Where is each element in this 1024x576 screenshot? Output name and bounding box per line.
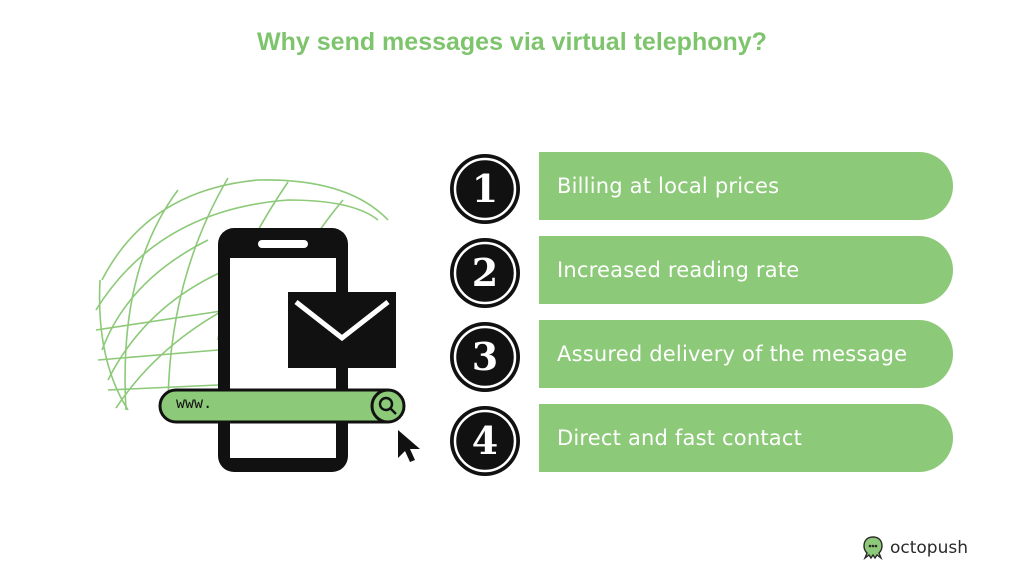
step-pill: Direct and fast contact [539,404,953,472]
number-badge: 1 [450,154,520,224]
logo-text: octopush [889,538,968,558]
search-bar [158,388,406,424]
globe-icon [95,177,389,411]
step-label: Increased reading rate [557,258,800,282]
step-3: 3 Assured delivery of the message [448,320,958,392]
svg-text:2: 2 [472,250,498,295]
step-pill: Increased reading rate [539,236,953,304]
illustration [95,177,420,472]
number-badge: 4 [450,406,520,476]
step-pill: Billing at local prices [539,152,953,220]
step-2: 2 Increased reading rate [448,236,958,308]
step-pill: Assured delivery of the message [539,320,953,388]
step-label: Billing at local prices [557,174,780,198]
octopus-logo-icon [863,536,883,560]
search-input-text: www. [176,394,213,412]
search-icon [378,396,397,415]
step-label: Direct and fast contact [557,426,803,450]
number-badge: 2 [450,238,520,308]
svg-text:3: 3 [472,334,498,379]
step-1: 1 Billing at local prices [448,152,958,224]
step-label: Assured delivery of the message [557,342,908,366]
svg-text:4: 4 [472,418,498,463]
brand-logo: octopush [862,536,968,560]
step-4: 4 Direct and fast contact [448,404,958,476]
page-title: Why send messages via virtual telephony? [257,28,767,56]
cursor-icon [398,430,420,462]
number-badge: 3 [450,322,520,392]
svg-text:1: 1 [472,166,498,211]
envelope-icon [288,292,396,368]
